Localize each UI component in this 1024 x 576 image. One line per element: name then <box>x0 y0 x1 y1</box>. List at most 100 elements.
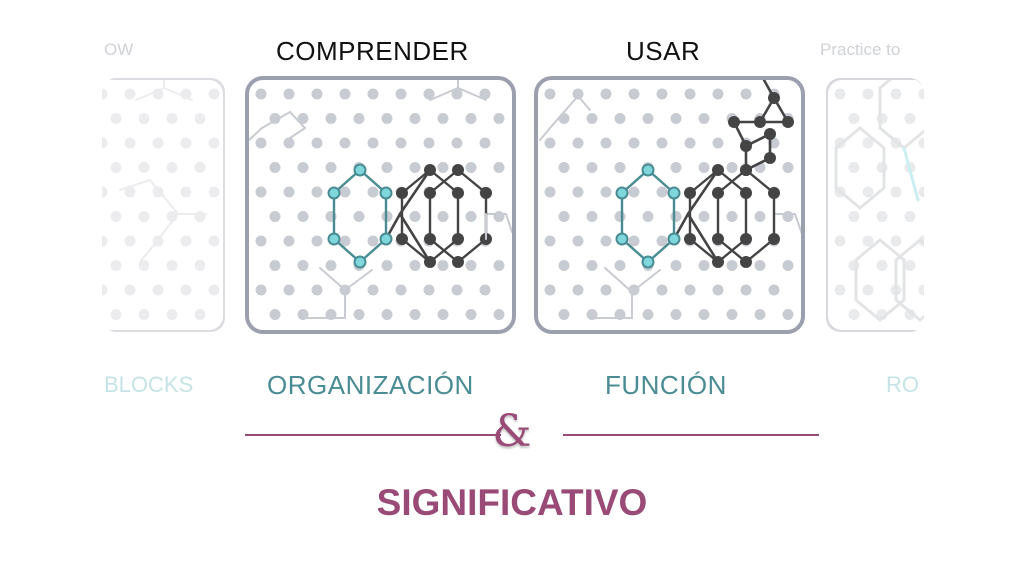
grid-dot <box>138 113 150 124</box>
atom-node <box>424 256 436 268</box>
grid-dot <box>862 88 874 100</box>
grid-dot <box>975 138 986 149</box>
grid-dot <box>600 137 612 149</box>
grid-dot <box>102 235 108 247</box>
grid-dot <box>975 285 986 296</box>
atom-node <box>712 256 724 268</box>
bond-line <box>149 213 179 251</box>
grid-dot <box>166 211 178 222</box>
grid-dot <box>311 88 323 100</box>
grid-dot <box>437 260 449 271</box>
ring-bond <box>858 126 886 150</box>
grid-dot <box>152 88 164 100</box>
grid-dot <box>255 186 267 198</box>
grid-dot <box>586 260 598 271</box>
grid-dot <box>544 186 556 198</box>
bond-line <box>248 127 263 141</box>
ring-bond <box>428 237 460 264</box>
grid-dot <box>255 88 267 100</box>
grid-dot <box>124 137 136 149</box>
grid-dot <box>572 137 584 149</box>
grid-dot <box>124 235 136 247</box>
ring-bond <box>878 78 906 90</box>
grid-dot <box>283 186 295 198</box>
grid-dot <box>152 186 164 198</box>
grid-dot <box>862 235 874 247</box>
atom-node <box>768 92 780 104</box>
grid-dot <box>698 211 710 222</box>
grid-dot <box>409 309 421 320</box>
grid-dot <box>124 186 136 198</box>
grid-dot <box>726 162 738 173</box>
panel-content <box>539 78 803 320</box>
ring-bond <box>878 238 906 262</box>
ring-bond <box>834 186 862 210</box>
grid-dot <box>933 113 944 124</box>
ring-bond <box>918 238 924 262</box>
grid-dot <box>698 113 710 124</box>
grid-dot <box>208 284 220 296</box>
grid-dot <box>493 162 505 173</box>
panel-function <box>534 76 805 334</box>
grid-dot <box>409 260 421 271</box>
grid-dot <box>423 284 435 296</box>
grid-dot <box>437 113 449 124</box>
grid-dot <box>297 113 309 124</box>
grid-dot <box>558 211 570 222</box>
atom-node <box>379 232 393 246</box>
grid-dot <box>124 88 136 100</box>
atom-node <box>452 187 464 199</box>
grid-dot <box>269 162 281 173</box>
grid-dot <box>754 309 766 320</box>
ring-bond <box>428 168 460 195</box>
grid-dot <box>208 235 220 247</box>
grid-dot <box>269 260 281 271</box>
grid-dot <box>339 88 351 100</box>
grid-dot <box>69 236 80 247</box>
panel-content <box>248 79 513 320</box>
grid-dot <box>465 309 477 320</box>
grid-dot <box>353 211 365 222</box>
grid-dot <box>614 113 626 124</box>
atom-node <box>712 187 724 199</box>
grid-dot <box>339 137 351 149</box>
ring-bond <box>902 146 920 202</box>
grid-dot <box>409 113 421 124</box>
grid-dot <box>138 309 150 320</box>
grid-dot <box>423 88 435 100</box>
grid-dot <box>381 162 393 173</box>
grid-dot <box>698 260 710 271</box>
grid-dot <box>862 186 874 198</box>
grid-dot <box>890 235 902 247</box>
grid-dot <box>834 88 846 100</box>
bond-line <box>149 179 179 215</box>
grid-dot <box>255 235 267 247</box>
ring-bond <box>902 126 924 150</box>
grid-dot <box>451 284 463 296</box>
bond-line <box>505 213 513 233</box>
grid-dot <box>782 211 794 222</box>
grid-dot <box>904 260 916 271</box>
ring-bond <box>456 168 488 195</box>
grid-dot <box>465 162 477 173</box>
grid-dot <box>166 260 178 271</box>
grid-dot <box>947 89 958 100</box>
grid-dot <box>166 309 178 320</box>
label-organization: ORGANIZACIÓN <box>267 370 474 400</box>
grid-dot <box>353 309 365 320</box>
grid-dot <box>740 88 752 100</box>
grid-dot <box>918 284 924 296</box>
bond-line <box>794 213 803 235</box>
bond-line <box>604 267 633 293</box>
grid-dot <box>726 211 738 222</box>
heading-faded-left: OW <box>104 40 134 59</box>
ring-bond <box>918 298 924 322</box>
atom-node <box>667 186 681 200</box>
ring-bond <box>400 237 432 264</box>
bond-line <box>549 95 579 129</box>
grid-dot <box>628 186 640 198</box>
grid-dot <box>614 211 626 222</box>
grid-dot <box>656 284 668 296</box>
grid-dot <box>834 235 846 247</box>
atom-node <box>740 187 752 199</box>
